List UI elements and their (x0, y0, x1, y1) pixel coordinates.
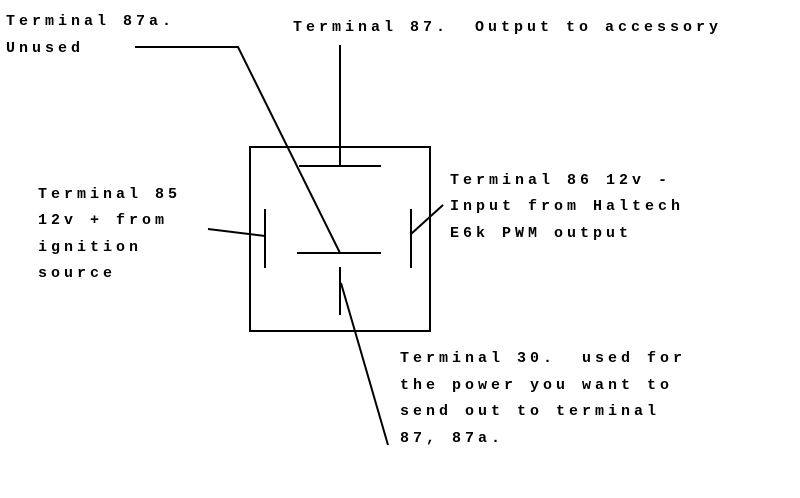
label-terminal-85: Terminal 85 12v + from ignition source (38, 186, 181, 282)
label-terminal-30: Terminal 30. used for the power you want… (400, 350, 686, 447)
label-line: 87, 87a. (400, 430, 504, 447)
label-line: Terminal 30. used for (400, 350, 686, 367)
terminal-30-lead (340, 282, 389, 446)
label-line: Terminal 86 12v - (450, 172, 671, 189)
label-line: 12v + from (38, 212, 168, 229)
label-line: E6k PWM output (450, 225, 632, 242)
label-terminal-87: Terminal 87. Output to accessory (293, 19, 722, 36)
terminal-87a-lead (135, 46, 341, 254)
label-line: source (38, 265, 116, 282)
terminal-86-lead (410, 204, 444, 235)
terminal-85-lead (207, 228, 266, 237)
label-line: send out to terminal (400, 403, 660, 420)
label-line: Terminal 87a. (6, 13, 175, 30)
label-line: ignition (38, 239, 142, 256)
label-terminal-87a: Terminal 87a. Unused (6, 13, 175, 57)
label-line: Unused (6, 40, 84, 57)
label-terminal-86: Terminal 86 12v - Input from Haltech E6k… (450, 172, 684, 242)
label-line: Terminal 87. Output to accessory (293, 19, 722, 36)
label-line: Input from Haltech (450, 198, 684, 215)
label-line: the power you want to (400, 377, 673, 394)
label-line: Terminal 85 (38, 186, 181, 203)
